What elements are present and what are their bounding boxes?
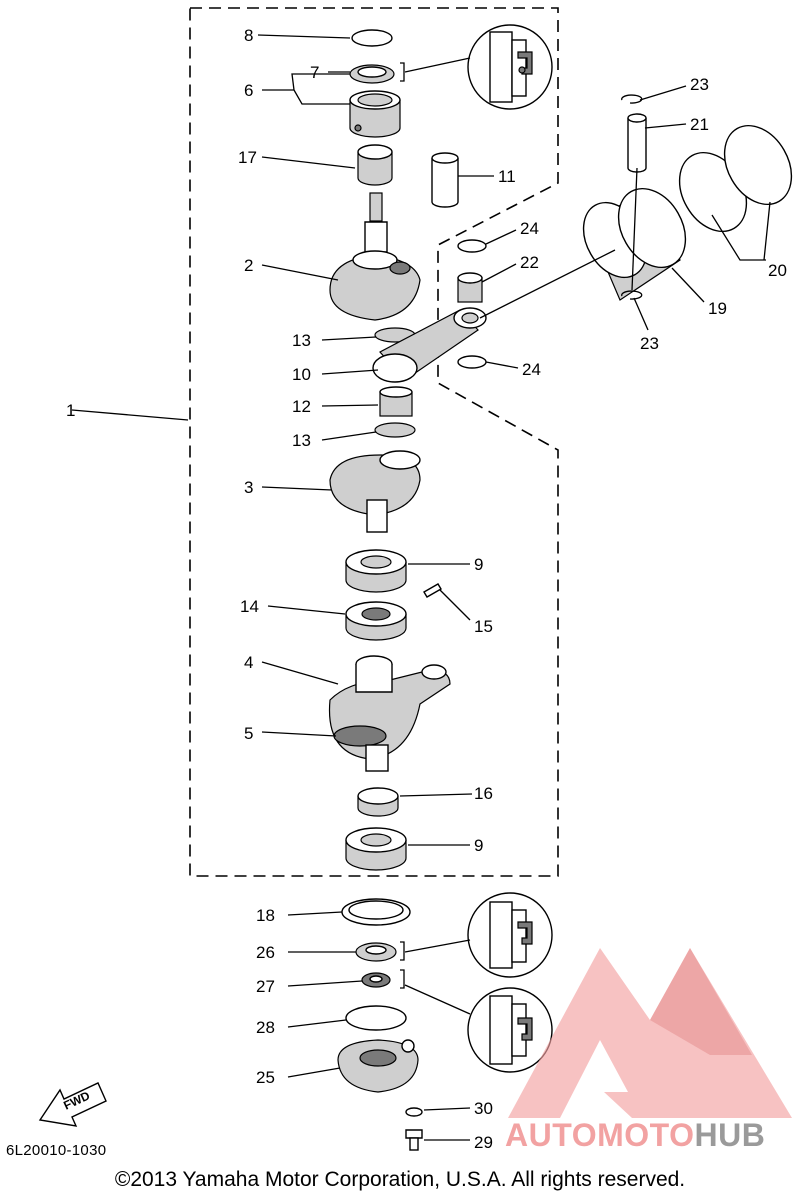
callout-30: 30 (474, 1099, 493, 1118)
callout-29: 29 (474, 1133, 493, 1152)
part-16-bush (357, 787, 399, 817)
watermark-text-part2: HUB (694, 1117, 766, 1153)
part-24-washer-lower (457, 355, 487, 369)
watermark-text-part1: AUTOMOTO (505, 1117, 695, 1153)
callout-15: 15 (474, 617, 493, 636)
part-18-gasket (341, 898, 411, 926)
seal-detail-circle-top (400, 24, 553, 110)
callout-21: 21 (690, 115, 709, 134)
part-9-ball-bearing-upper (345, 549, 407, 593)
callout-14: 14 (240, 597, 259, 616)
callout-2: 2 (244, 256, 253, 275)
seal-detail-circle-bottom (400, 969, 553, 1073)
watermark-logo (508, 948, 792, 1118)
part-23-clip-lower (621, 290, 643, 300)
callout-7: 7 (310, 63, 319, 82)
part-15-dowel-pin (423, 583, 442, 598)
callout-20: 20 (768, 261, 787, 280)
part-29-bolt (405, 1129, 423, 1151)
watermark-text: AUTOMOTOHUB (505, 1117, 765, 1154)
part-5-crank-lower-shaft (333, 725, 389, 772)
callout-3: 3 (244, 478, 253, 497)
part-21-piston-pin (627, 113, 647, 173)
part-11-crank-pin (431, 152, 459, 208)
callout-24-lower: 24 (522, 360, 541, 379)
callout-6: 6 (244, 81, 253, 100)
callout-12: 12 (292, 397, 311, 416)
part-23-clip-upper (621, 94, 643, 104)
part-9-ball-bearing-lower (345, 827, 407, 871)
callout-23-upper: 23 (690, 75, 709, 94)
callout-10: 10 (292, 365, 311, 384)
callout-13-lower: 13 (292, 431, 311, 450)
copyright-notice: ©2013 Yamaha Motor Corporation, U.S.A. A… (114, 1168, 686, 1191)
part-25-housing (337, 1039, 419, 1093)
part-17-bush (357, 144, 393, 186)
part-28-o-ring (345, 1005, 407, 1031)
piston-assembly-line (479, 249, 616, 319)
part-12-needle-bearing (379, 386, 413, 417)
part-19-piston (582, 187, 687, 301)
callout-8: 8 (244, 26, 253, 45)
assembly-boundary (189, 7, 559, 877)
callout-28: 28 (256, 1018, 275, 1037)
seal-detail-circle-mid (400, 892, 553, 978)
callout-19: 19 (708, 299, 727, 318)
callout-1: 1 (66, 401, 75, 420)
part-22-small-end-bearing (457, 272, 483, 303)
callout-13-upper: 13 (292, 331, 311, 350)
part-30-washer (405, 1107, 423, 1117)
callout-labels: 1 2 3 4 5 6 7 8 9 9 10 11 12 13 13 14 15… (66, 26, 787, 1152)
callout-27: 27 (256, 977, 275, 996)
part-13-thrust-washer-lower (374, 422, 416, 438)
callout-11: 11 (498, 167, 516, 186)
part-3-crank-web (329, 450, 421, 533)
document-code: 6L20010-1030 (6, 1142, 107, 1159)
part-8-o-ring (351, 29, 393, 47)
part-26-oil-seal (355, 942, 397, 962)
part-6-bearing-housing (349, 90, 401, 138)
piston-pin-axis (631, 167, 638, 291)
callout-24-upper: 24 (520, 219, 539, 238)
part-24-washer-upper (457, 239, 487, 253)
part-27-oil-seal (361, 972, 391, 988)
callout-23-lower: 23 (640, 334, 659, 353)
callout-26: 26 (256, 943, 275, 962)
fwd-arrow: FWD (38, 1082, 107, 1127)
callout-22: 22 (520, 253, 539, 272)
callout-18: 18 (256, 906, 275, 925)
leader-lines (71, 34, 771, 1141)
part-10-connecting-rod (372, 307, 487, 383)
callout-4: 4 (244, 653, 253, 672)
callout-5: 5 (244, 724, 253, 743)
callout-9-lower: 9 (474, 836, 483, 855)
part-14-labyrinth-seal (345, 601, 407, 641)
part-2-crank-upper (329, 192, 421, 321)
callout-9-upper: 9 (474, 555, 483, 574)
callout-17: 17 (238, 148, 257, 167)
callout-16: 16 (474, 784, 493, 803)
callout-25: 25 (256, 1068, 275, 1087)
part-20-piston-ring-2 (723, 124, 793, 206)
part-7-oil-seal (349, 64, 395, 84)
